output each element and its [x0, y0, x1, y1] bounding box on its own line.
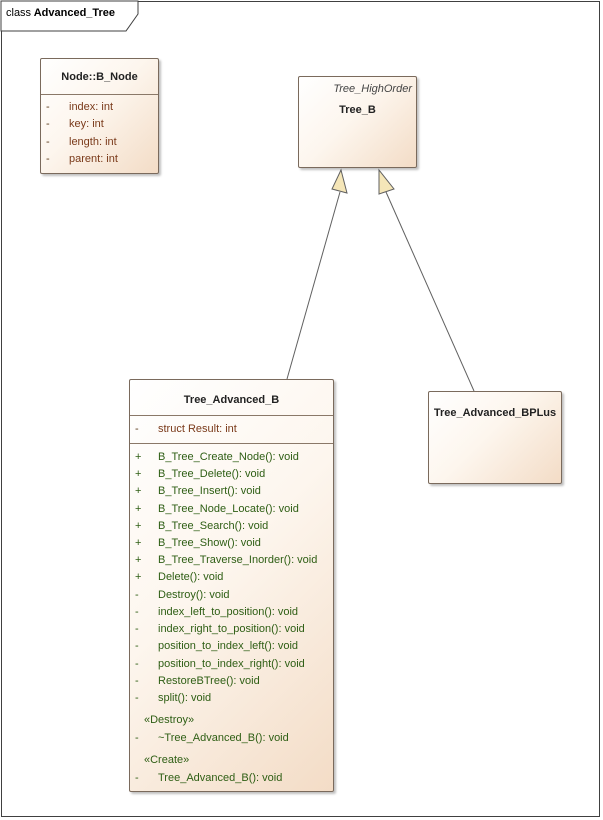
visibility-marker: -	[135, 658, 139, 670]
class-name: Tree_Advanced_BPLus	[433, 407, 557, 419]
visibility-marker: -	[46, 118, 50, 130]
visibility-marker: -	[135, 692, 139, 704]
class-tree-advanced-b[interactable]: Tree_Advanced_B - struct Result: int + B_…	[129, 379, 334, 792]
visibility-marker: -	[135, 423, 139, 435]
visibility-marker: +	[135, 571, 142, 583]
operation-text: B_Tree_Create_Node(): void	[158, 451, 299, 463]
visibility-marker: -	[135, 589, 139, 601]
operation-text: index_left_to_position(): void	[158, 606, 299, 618]
stereotype-group-destroy: «Destroy»	[144, 714, 195, 726]
stereotype-group-create: «Create»	[144, 754, 190, 766]
operation-text: Tree_Advanced_B(): void	[158, 772, 283, 784]
frame-title: class Advanced_Tree	[6, 7, 115, 19]
visibility-marker: -	[135, 675, 139, 687]
operation-text: Destroy(): void	[158, 589, 230, 601]
operation-text: ~Tree_Advanced_B(): void	[158, 732, 289, 744]
operation-text: B_Tree_Delete(): void	[158, 468, 266, 480]
operation-text: Delete(): void	[158, 571, 224, 583]
visibility-marker: -	[46, 136, 50, 148]
visibility-marker: +	[135, 451, 142, 463]
class-name: Tree_B	[339, 104, 376, 116]
visibility-marker: +	[135, 520, 142, 532]
class-name: Node::B_Node	[61, 71, 138, 83]
compartment-divider	[130, 443, 333, 444]
visibility-marker: +	[135, 485, 142, 497]
operation-text: position_to_index_left(): void	[158, 640, 299, 652]
generalization-arrowhead-advanced-b	[331, 168, 348, 194]
generalization-line-advanced-b	[286, 191, 341, 380]
generalization-arrowhead-bplus	[378, 168, 395, 195]
attribute-text: struct Result: int	[158, 423, 237, 435]
attribute-text: index: int	[69, 101, 114, 113]
operation-text: B_Tree_Traverse_Inorder(): void	[158, 554, 318, 566]
attribute-text: length: int	[69, 136, 117, 148]
operation-text: index_right_to_position(): void	[158, 623, 305, 635]
visibility-marker: -	[46, 101, 50, 113]
generalization-line-bplus	[385, 191, 475, 392]
visibility-marker: -	[135, 640, 139, 652]
visibility-marker: -	[135, 623, 139, 635]
visibility-marker: +	[135, 503, 142, 515]
frame-name: Advanced_Tree	[33, 7, 116, 19]
visibility-marker: -	[46, 153, 50, 165]
attribute-text: key: int	[69, 118, 104, 130]
visibility-marker: -	[135, 606, 139, 618]
frame-tab-shape	[0, 0, 139, 32]
visibility-marker: -	[135, 772, 139, 784]
class-stereotype: Tree_HighOrder	[333, 83, 412, 95]
visibility-marker: +	[135, 537, 142, 549]
compartment-divider	[41, 94, 158, 95]
visibility-marker: +	[135, 554, 142, 566]
operation-text: B_Tree_Show(): void	[158, 537, 261, 549]
operation-text: B_Tree_Node_Locate(): void	[158, 503, 299, 515]
operation-text: RestoreBTree(): void	[158, 675, 260, 687]
visibility-marker: +	[135, 468, 142, 480]
operation-text: split(): void	[158, 692, 212, 704]
class-node-b-node[interactable]: Node::B_Node - index: int - key: int - l…	[40, 58, 159, 174]
operation-text: B_Tree_Insert(): void	[158, 485, 261, 497]
frame-keyword: class	[6, 7, 32, 19]
operation-text: B_Tree_Search(): void	[158, 520, 269, 532]
visibility-marker: -	[135, 732, 139, 744]
class-tree-b[interactable]: Tree_HighOrder Tree_B	[298, 76, 417, 168]
attribute-text: parent: int	[69, 153, 118, 165]
compartment-divider	[130, 415, 333, 416]
operation-text: position_to_index_right(): void	[158, 658, 305, 670]
class-name: Tree_Advanced_B	[183, 394, 280, 406]
class-tree-advanced-bplus[interactable]: Tree_Advanced_BPLus	[428, 391, 562, 484]
